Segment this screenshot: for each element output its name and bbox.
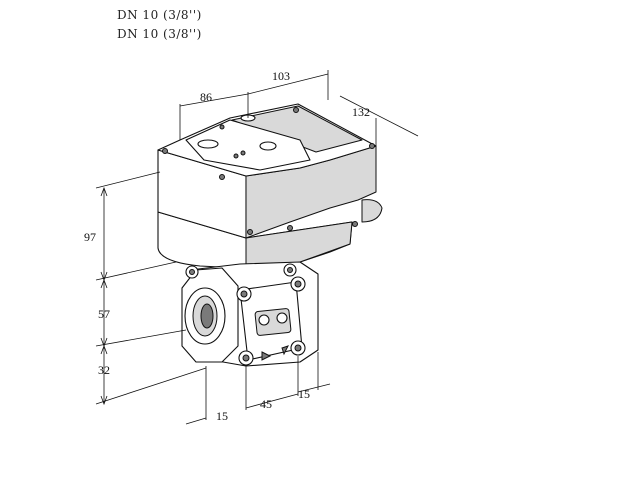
dim-bottom-left: 15 — [216, 409, 228, 423]
dimension-labels: 86 103 132 97 57 32 15 45 15 — [84, 69, 370, 423]
dim-body-height: 57 — [98, 307, 110, 321]
dim-top-depth: 103 — [272, 69, 290, 83]
header-line-1: DN 10 (3/8'') — [117, 8, 202, 22]
actuator-housing — [157, 103, 383, 277]
valve-body — [181, 261, 319, 367]
dim-actuator-height: 97 — [84, 230, 96, 244]
dim-bottom-mid: 45 — [260, 397, 272, 411]
dimension-lines — [95, 70, 419, 425]
header-line-2: DN 10 (3/8'') — [117, 27, 202, 41]
dim-bottom-right: 15 — [298, 387, 310, 401]
dim-side-depth: 132 — [352, 105, 370, 119]
dim-top-width: 86 — [200, 90, 212, 104]
dim-base-height: 32 — [98, 363, 110, 377]
